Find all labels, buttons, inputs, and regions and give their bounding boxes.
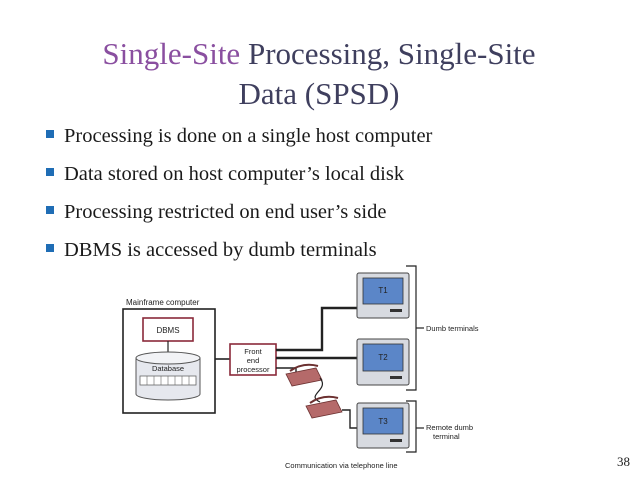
- title-line2: Data (SPSD): [238, 76, 400, 111]
- remote-terminal-label-line2: terminal: [433, 432, 460, 441]
- fep-label-line2: end: [247, 356, 260, 365]
- title-accent: Single-Site: [102, 36, 241, 71]
- dumb-terminals-label: Dumb terminals: [426, 324, 479, 333]
- phone-t3-link: [342, 409, 357, 429]
- telephone-icon: [305, 395, 343, 419]
- front-end-processor-box: [229, 343, 277, 376]
- phone-wire: [314, 377, 323, 403]
- bullet-square-icon: [46, 130, 54, 138]
- bullet-square-icon: [46, 206, 54, 214]
- fep-label-line1: Front: [244, 347, 262, 356]
- terminal-t1-label: T1: [378, 286, 388, 295]
- bullet-text: Processing is done on a single host comp…: [64, 125, 433, 147]
- title-rest: Processing, Single-Site: [240, 36, 536, 71]
- mainframe-label: Mainframe computer: [126, 298, 200, 307]
- bullet-item: Data stored on host computer’s local dis…: [46, 155, 432, 193]
- bullet-item: Processing restricted on end user’s side: [46, 193, 432, 231]
- slide-title: Single-Site Processing, Single-Site Data…: [0, 34, 638, 114]
- bullet-square-icon: [46, 168, 54, 176]
- database-label: Database: [152, 364, 184, 373]
- page-number: 38: [617, 454, 630, 469]
- fep-t1-link: [276, 306, 357, 352]
- terminal-icon: [356, 402, 410, 449]
- terminal-t3-label: T3: [378, 417, 388, 426]
- phone-line-caption: Communication via telephone line: [285, 461, 398, 470]
- remote-terminal-label-line1: Remote dumb: [426, 423, 473, 432]
- terminal-t2-label: T2: [378, 353, 388, 362]
- bullet-square-icon: [46, 244, 54, 252]
- bullet-list: Processing is done on a single host comp…: [46, 117, 432, 269]
- remote-terminal-bracket: [406, 400, 417, 453]
- database-cylinder-icon: [135, 351, 201, 401]
- terminal-icon: [356, 338, 410, 386]
- dbms-label: DBMS: [156, 326, 179, 335]
- bullet-item: Processing is done on a single host comp…: [46, 117, 432, 155]
- bullet-item: DBMS is accessed by dumb terminals: [46, 231, 432, 269]
- bullet-text: Processing restricted on end user’s side: [64, 201, 387, 223]
- fep-label-line3: processor: [237, 365, 270, 374]
- terminal-icon: [356, 272, 410, 319]
- bullet-text: DBMS is accessed by dumb terminals: [64, 239, 377, 261]
- bullet-text: Data stored on host computer’s local dis…: [64, 163, 405, 185]
